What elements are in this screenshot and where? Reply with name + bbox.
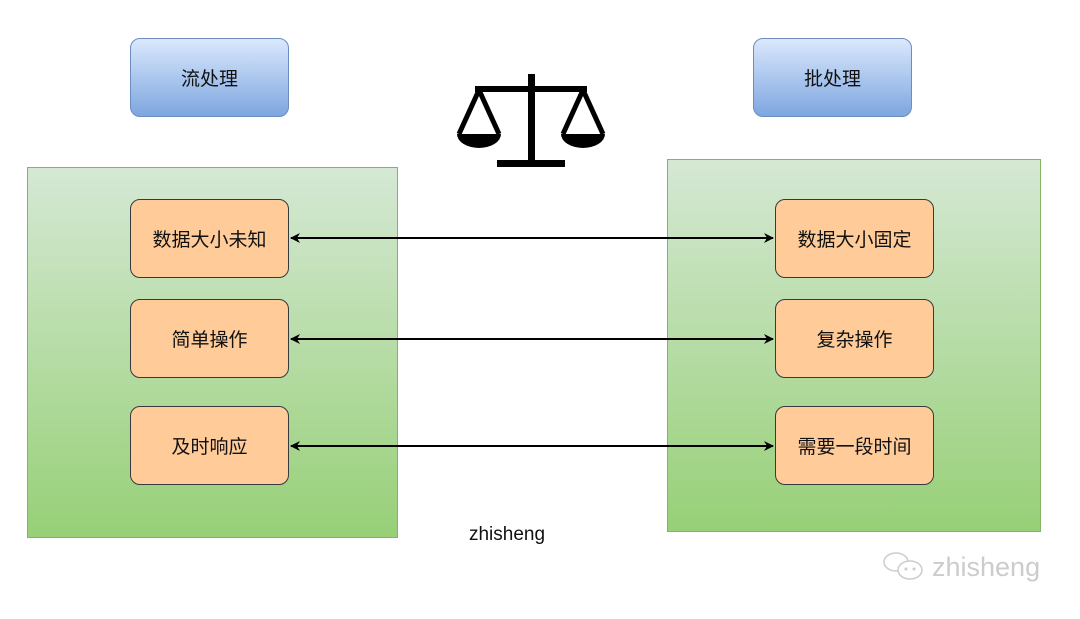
stream-processing-header: 流处理	[130, 38, 289, 117]
batch-processing-header: 批处理	[753, 38, 912, 117]
watermark-text: zhisheng	[932, 551, 1041, 582]
watermark: zhisheng	[882, 550, 1040, 584]
batch-item: 需要一段时间	[775, 406, 934, 485]
caption: zhisheng	[468, 524, 546, 545]
batch-item: 数据大小固定	[775, 199, 934, 278]
wechat-icon	[883, 552, 923, 580]
stream-item: 简单操作	[130, 299, 289, 378]
batch-item: 复杂操作	[775, 299, 934, 378]
stream-item: 及时响应	[130, 406, 289, 485]
stream-item: 数据大小未知	[130, 199, 289, 278]
balance-scale-icon	[456, 74, 606, 167]
